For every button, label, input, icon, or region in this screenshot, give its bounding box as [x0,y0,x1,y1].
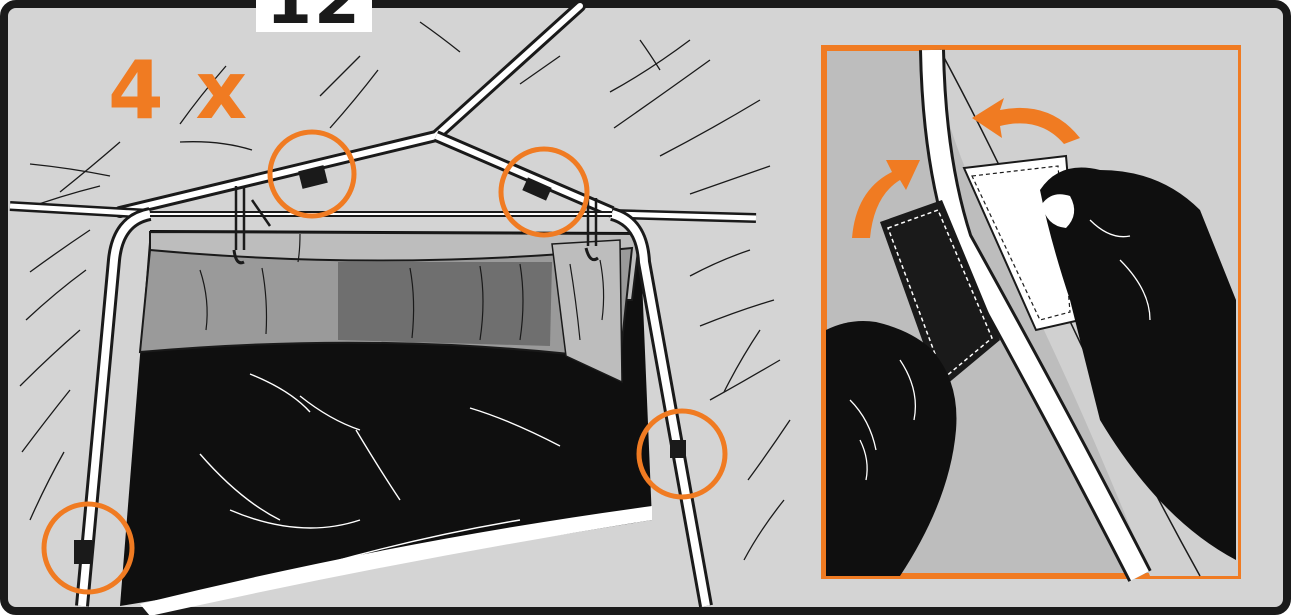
step-number-badge: 12 [256,0,372,32]
detail-inset [824,48,1238,576]
repeat-count-label: 4 x [108,46,249,136]
step-number: 12 [266,0,362,32]
